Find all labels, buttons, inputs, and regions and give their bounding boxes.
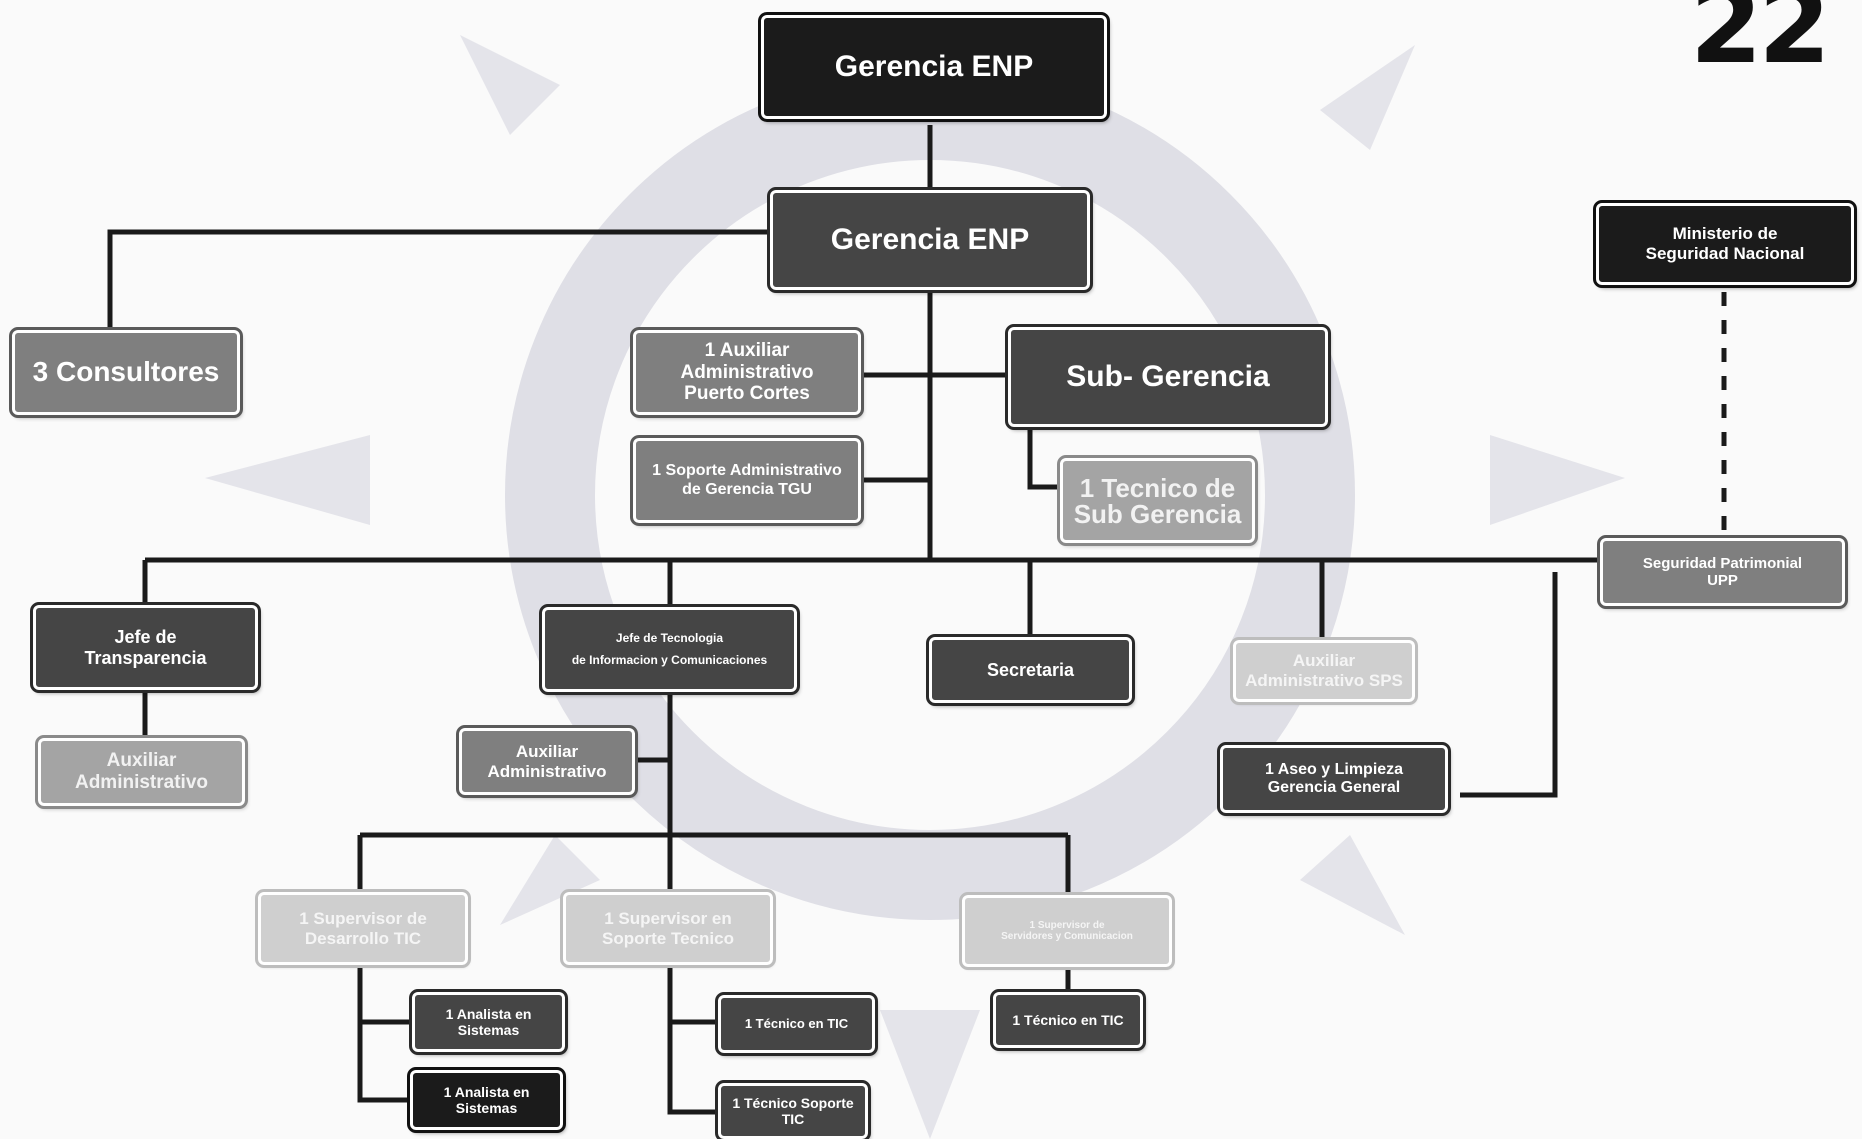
- node-aux-administrativo-sps: Auxiliar Administrativo SPS: [1230, 637, 1418, 705]
- node-supervisor-soporte-tecnico: 1 Supervisor en Soporte Tecnico: [560, 889, 776, 968]
- node-aux-administrativo-left: Auxiliar Administrativo: [35, 735, 248, 809]
- node-aux-administrativo-puerto-cortes: 1 Auxiliar Administrativo Puerto Cortes: [630, 327, 864, 418]
- watermark-ray-bottom-right: [1300, 835, 1405, 935]
- node-gerencia-enp: Gerencia ENP: [767, 187, 1093, 293]
- node-tecnico-en-tic-1: 1 Técnico en TIC: [715, 992, 878, 1056]
- watermark-ray-bottom: [880, 1010, 980, 1139]
- node-jefe-transparencia: Jefe de Transparencia: [30, 602, 261, 693]
- watermark-ray-right: [1490, 435, 1625, 525]
- node-sub-gerencia: Sub- Gerencia: [1005, 324, 1331, 430]
- node-analista-sistemas-2: 1 Analista en Sistemas: [407, 1067, 566, 1133]
- node-secretaria: Secretaria: [926, 634, 1135, 706]
- line-desarrollo-branch: [357, 965, 410, 1103]
- line-upp-down: [1460, 572, 1558, 798]
- page-number: 22: [1690, 0, 1831, 87]
- node-aseo-limpieza: 1 Aseo y Limpieza Gerencia General: [1217, 742, 1451, 816]
- node-analista-sistemas-1: 1 Analista en Sistemas: [409, 989, 568, 1055]
- node-gerencia-enp-top: Gerencia ENP: [758, 12, 1110, 122]
- node-seguridad-patrimonial-upp: Seguridad Patrimonial UPP: [1597, 535, 1848, 609]
- line-sub-gerencia-to-tecnico: [1027, 428, 1060, 490]
- node-supervisor-desarrollo-tic: 1 Supervisor de Desarrollo TIC: [255, 889, 471, 968]
- node-aux-administrativo-tic: Auxiliar Administrativo: [456, 725, 638, 798]
- node-soporte-administrativo-tgu: 1 Soporte Administrativo de Gerencia TGU: [630, 435, 864, 526]
- node-tecnico-soporte-tic: 1 Técnico Soporte TIC: [715, 1080, 871, 1139]
- watermark-ray-top-right: [1320, 45, 1415, 150]
- watermark-ray-top-left: [460, 35, 560, 135]
- node-tecnico-sub-gerencia: 1 Tecnico de Sub Gerencia: [1057, 455, 1258, 546]
- watermark-ray-bottom-left: [500, 835, 600, 925]
- node-3-consultores: 3 Consultores: [9, 327, 243, 418]
- line-soporte-branch: [667, 965, 718, 1115]
- watermark-ray-left: [205, 435, 370, 525]
- line-gerencia-to-consultores: [107, 229, 770, 330]
- node-supervisor-servidores: 1 Supervisor de Servidores y Comunicacio…: [959, 892, 1175, 970]
- node-jefe-tecnologia: Jefe de Tecnologia de Informacion y Comu…: [539, 604, 800, 695]
- node-tecnico-en-tic-2: 1 Técnico en TIC: [990, 989, 1146, 1051]
- node-ministerio-seguridad-nacional: Ministerio de Seguridad Nacional: [1593, 200, 1857, 288]
